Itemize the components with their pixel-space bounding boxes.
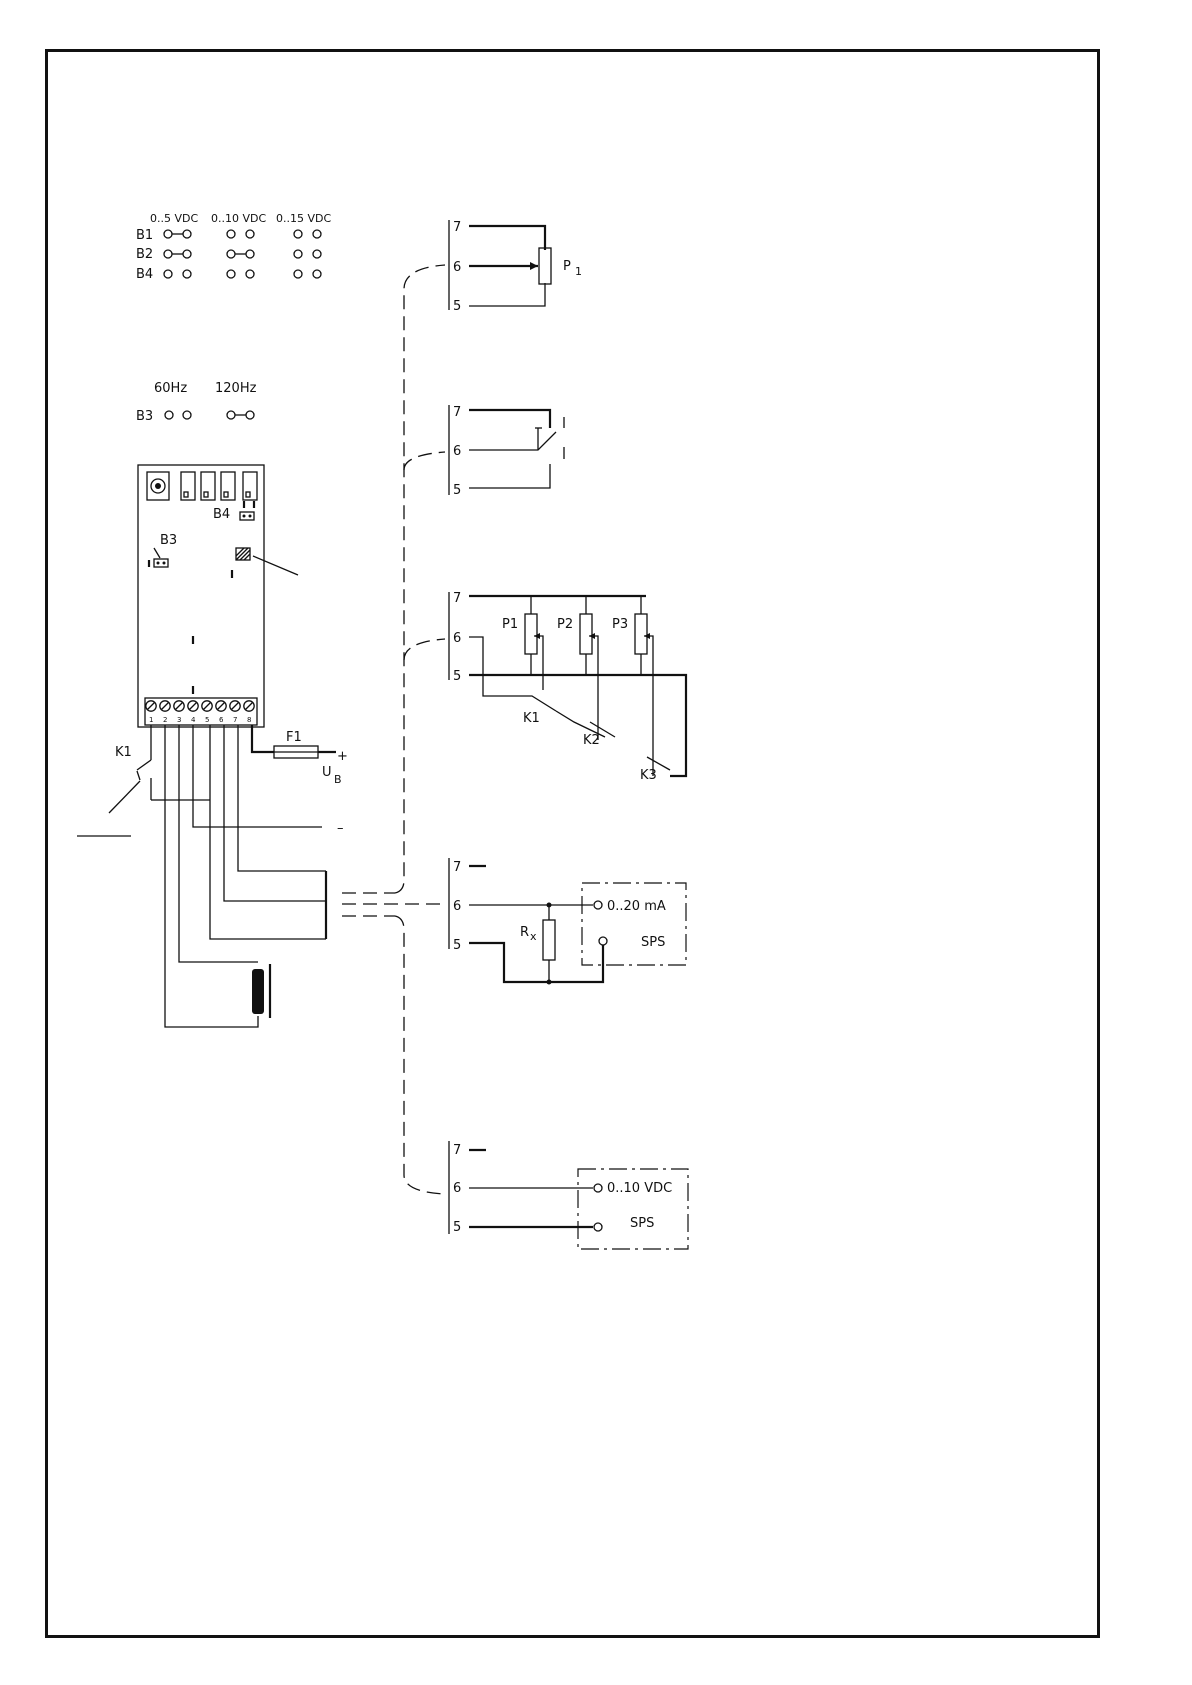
circuit-voltage-output: 7 6 5 0..10 VDC SPS <box>449 1141 688 1249</box>
pin-5: 5 <box>453 1220 461 1235</box>
terminal-number: 2 <box>163 716 167 724</box>
terminal-number: 4 <box>191 716 196 724</box>
supply-ub-sub: B <box>334 773 342 786</box>
plc-label-current: SPS <box>641 935 665 950</box>
circuit-current-output: 7 6 5 R x 0..20 mA SPS <box>449 858 686 985</box>
pin-6: 6 <box>453 899 461 914</box>
plc-label-voltage: SPS <box>630 1216 654 1231</box>
module-body <box>138 465 264 727</box>
pin-6: 6 <box>453 260 461 275</box>
pin-5: 5 <box>453 938 461 953</box>
terminal-number: 5 <box>205 716 209 724</box>
module-b4-label: B4 <box>213 507 230 522</box>
pin-7: 7 <box>453 860 461 875</box>
jumper-label-b4: B4 <box>136 267 153 282</box>
range-label-0-15: 0..15 VDC <box>276 212 331 225</box>
potentiometer-icon <box>580 614 592 654</box>
resistor-icon <box>543 920 555 960</box>
pin-7: 7 <box>453 405 461 420</box>
potentiometer-icon <box>525 614 537 654</box>
relay-k1: K1 <box>523 711 540 726</box>
potentiometer-icon <box>635 614 647 654</box>
resistor-label-sub: x <box>530 930 537 943</box>
dashed-bus <box>342 265 445 1194</box>
frequency-jumper: 60Hz 120Hz B3 <box>136 381 257 424</box>
pot-label-sub: 1 <box>575 265 582 278</box>
jumper-label-b3: B3 <box>136 409 153 424</box>
range-label-0-10: 0..10 VDC <box>211 212 266 225</box>
freq-label-60hz: 60Hz <box>154 381 187 396</box>
pot-label-2: P2 <box>557 617 573 632</box>
terminal-number: 8 <box>247 716 251 724</box>
range-label-0-5: 0..5 VDC <box>150 212 198 225</box>
pin-5: 5 <box>453 299 461 314</box>
supply-minus: – <box>337 821 344 836</box>
terminal-number: 1 <box>149 716 153 724</box>
supply-wiring: F1 + U B K1 – <box>77 725 348 1027</box>
b3-jumper-icon <box>154 559 168 567</box>
pin-6: 6 <box>453 631 461 646</box>
pin-7: 7 <box>453 591 461 606</box>
relay-k3: K3 <box>640 768 657 783</box>
circuit-multi-potentiometer: 7 6 5 P1 P2 P3 K1 K2 K3 <box>449 591 686 783</box>
coil-icon <box>252 969 264 1014</box>
pot-label-1: P1 <box>502 617 518 632</box>
pot-label: P <box>563 259 571 274</box>
voltage-signal-label: 0..10 VDC <box>607 1181 672 1196</box>
pin-6: 6 <box>453 1181 461 1196</box>
pot-label-3: P3 <box>612 617 628 632</box>
terminal-number: 7 <box>233 716 237 724</box>
plc-box-current <box>582 883 686 965</box>
jumper-label-b1: B1 <box>136 228 153 243</box>
supply-ub: U <box>322 765 332 780</box>
potentiometer-icon <box>539 248 551 284</box>
jumper-table: 0..5 VDC 0..10 VDC 0..15 VDC B1 B2 B4 <box>136 212 331 282</box>
circuit-potentiometer: 7 6 5 P 1 <box>449 220 582 314</box>
resistor-label: R <box>520 925 529 940</box>
circuit-switch: 7 6 5 <box>449 405 564 498</box>
pin-5: 5 <box>453 669 461 684</box>
terminal-number: 3 <box>177 716 181 724</box>
terminal-number: 6 <box>219 716 224 724</box>
module-b3-label: B3 <box>160 533 177 548</box>
jumper-label-b2: B2 <box>136 247 153 262</box>
relay-k2: K2 <box>583 733 600 748</box>
b4-jumper-icon <box>240 512 254 520</box>
freq-label-120hz: 120Hz <box>215 381 257 396</box>
relay-k1-label: K1 <box>115 745 132 760</box>
current-signal-label: 0..20 mA <box>607 899 666 914</box>
pin-5: 5 <box>453 483 461 498</box>
control-module: B4 B3 1 2 3 4 5 6 7 8 <box>138 465 298 727</box>
pin-6: 6 <box>453 444 461 459</box>
pin-7: 7 <box>453 1143 461 1158</box>
fuse-label: F1 <box>286 730 302 745</box>
supply-plus: + <box>337 749 348 764</box>
pin-7: 7 <box>453 220 461 235</box>
